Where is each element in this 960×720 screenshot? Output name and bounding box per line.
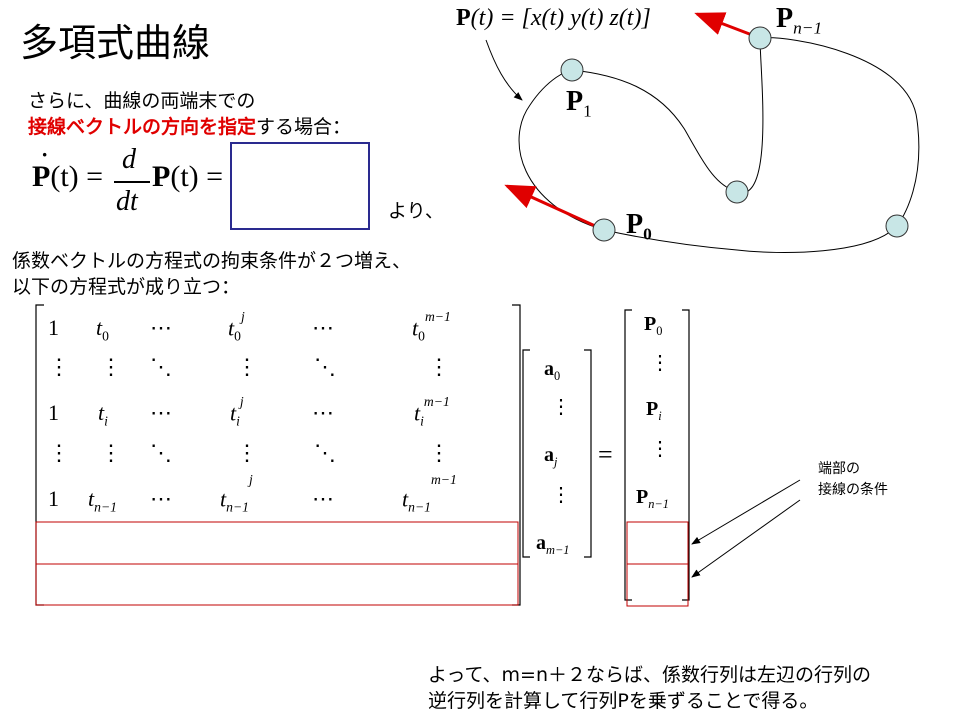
m-r3-c4: tij: [230, 394, 244, 429]
coef-a0: a0: [544, 358, 561, 383]
m-r3-c1: 1: [48, 400, 59, 425]
constraint-line-1: 係数ベクトルの方程式の拘束条件が２つ増え、: [12, 250, 412, 272]
m-r4-c5: ⋱: [314, 440, 336, 465]
derivative-rhs: P(t) =: [152, 160, 224, 193]
constraint-line-2: 以下の方程式が成り立つ：: [12, 276, 241, 298]
rhs-dots-2: ⋮: [650, 438, 670, 460]
deriv-denominator: dt: [116, 186, 138, 217]
conclusion-line-2: 逆行列を計算して行列Pを乗ずることで得る。: [428, 690, 819, 712]
m-r2-c1: ⋮: [48, 354, 70, 379]
intro-line-2: 接線ベクトルの方向を指定する場合：: [28, 112, 351, 139]
label-p0: P0: [626, 209, 652, 244]
m-r4-c1: ⋮: [48, 440, 70, 465]
m-r4-c6: ⋮: [428, 440, 450, 465]
derivative-lhs: ·P(t) =: [32, 142, 104, 193]
point-p0: [592, 218, 616, 242]
intro-rest: する場合：: [256, 116, 352, 138]
p-dot: ·P: [32, 142, 51, 193]
intro-highlight: 接線ベクトルの方向を指定: [28, 116, 257, 138]
annotation-arrow-2: [691, 499, 801, 578]
m-r2-c2: ⋮: [100, 354, 122, 379]
formula-leader: [485, 39, 523, 101]
m-r5-c2: tn−1: [88, 486, 117, 515]
point-mid: [725, 180, 749, 204]
m-r1-c5: ⋯: [312, 315, 334, 340]
m-r5-c6: tn−1m−1: [402, 472, 457, 515]
m-r5-c1: 1: [48, 486, 59, 511]
m-r1-c3: ⋯: [150, 315, 172, 340]
point-right: [885, 214, 909, 238]
m-r3-c2: ti: [98, 400, 108, 429]
rhs-dots-1: ⋮: [650, 352, 670, 374]
annotation-line-1: 端部の: [818, 461, 860, 477]
point-pn1: [748, 26, 772, 50]
rhs-p0: P0: [644, 313, 663, 338]
page-title: 多項式曲線: [20, 21, 211, 65]
m-r4-c2: ⋮: [100, 440, 122, 465]
m-r4-c3: ⋱: [150, 440, 172, 465]
deriv-numerator: d: [122, 144, 136, 175]
curve-formula: P(t) = [x(t) y(t) z(t)]: [456, 5, 651, 31]
m-r1-c6: t0m−1: [412, 309, 451, 344]
m-r3-c5: ⋯: [312, 400, 334, 425]
coef-dots-1: ⋮: [551, 396, 571, 418]
m-r3-c3: ⋯: [150, 400, 172, 425]
tangent-arrow-start: [504, 184, 605, 232]
m-r2-c6: ⋮: [428, 354, 450, 379]
conclusion-line-1: よって、m=n＋２ならば、係数行列は左辺の行列の: [428, 664, 872, 686]
point-p1: [560, 58, 584, 82]
coef-aj: aj: [544, 444, 558, 469]
intro-line-1: さらに、曲線の両端末での: [28, 90, 256, 112]
label-p1: P1: [566, 86, 592, 121]
m-r3-c6: tim−1: [414, 394, 450, 429]
fraction-bar: [114, 181, 150, 183]
matrix-brackets: [35, 304, 690, 606]
m-r2-c3: ⋱: [150, 354, 172, 379]
label-pn1: Pn−1: [776, 3, 823, 38]
curve-path: [518, 37, 920, 254]
equals-sign: =: [598, 440, 613, 469]
m-r5-c5: ⋯: [312, 486, 334, 511]
yori-text: より、: [388, 200, 444, 222]
m-r1-c2: t0: [96, 315, 109, 344]
m-r1-c4: t0j: [228, 309, 245, 344]
constraint-rows: [35, 521, 689, 607]
rhs-pn1: Pn−1: [636, 486, 669, 511]
m-r1-c1: 1: [48, 315, 59, 340]
m-r4-c4: ⋮: [236, 440, 258, 465]
m-r2-c4: ⋮: [236, 354, 258, 379]
rhs-pi: Pi: [646, 398, 662, 423]
annotation-arrow-1: [691, 479, 801, 545]
m-r2-c5: ⋱: [314, 354, 336, 379]
coef-dots-2: ⋮: [551, 484, 571, 506]
annotation-line-2: 接線の条件: [818, 482, 888, 498]
coef-am1: am−1: [536, 532, 570, 557]
placeholder-box: [230, 142, 370, 230]
m-r5-c3: ⋯: [150, 486, 172, 511]
m-r5-c4: tn−1j: [220, 472, 253, 515]
